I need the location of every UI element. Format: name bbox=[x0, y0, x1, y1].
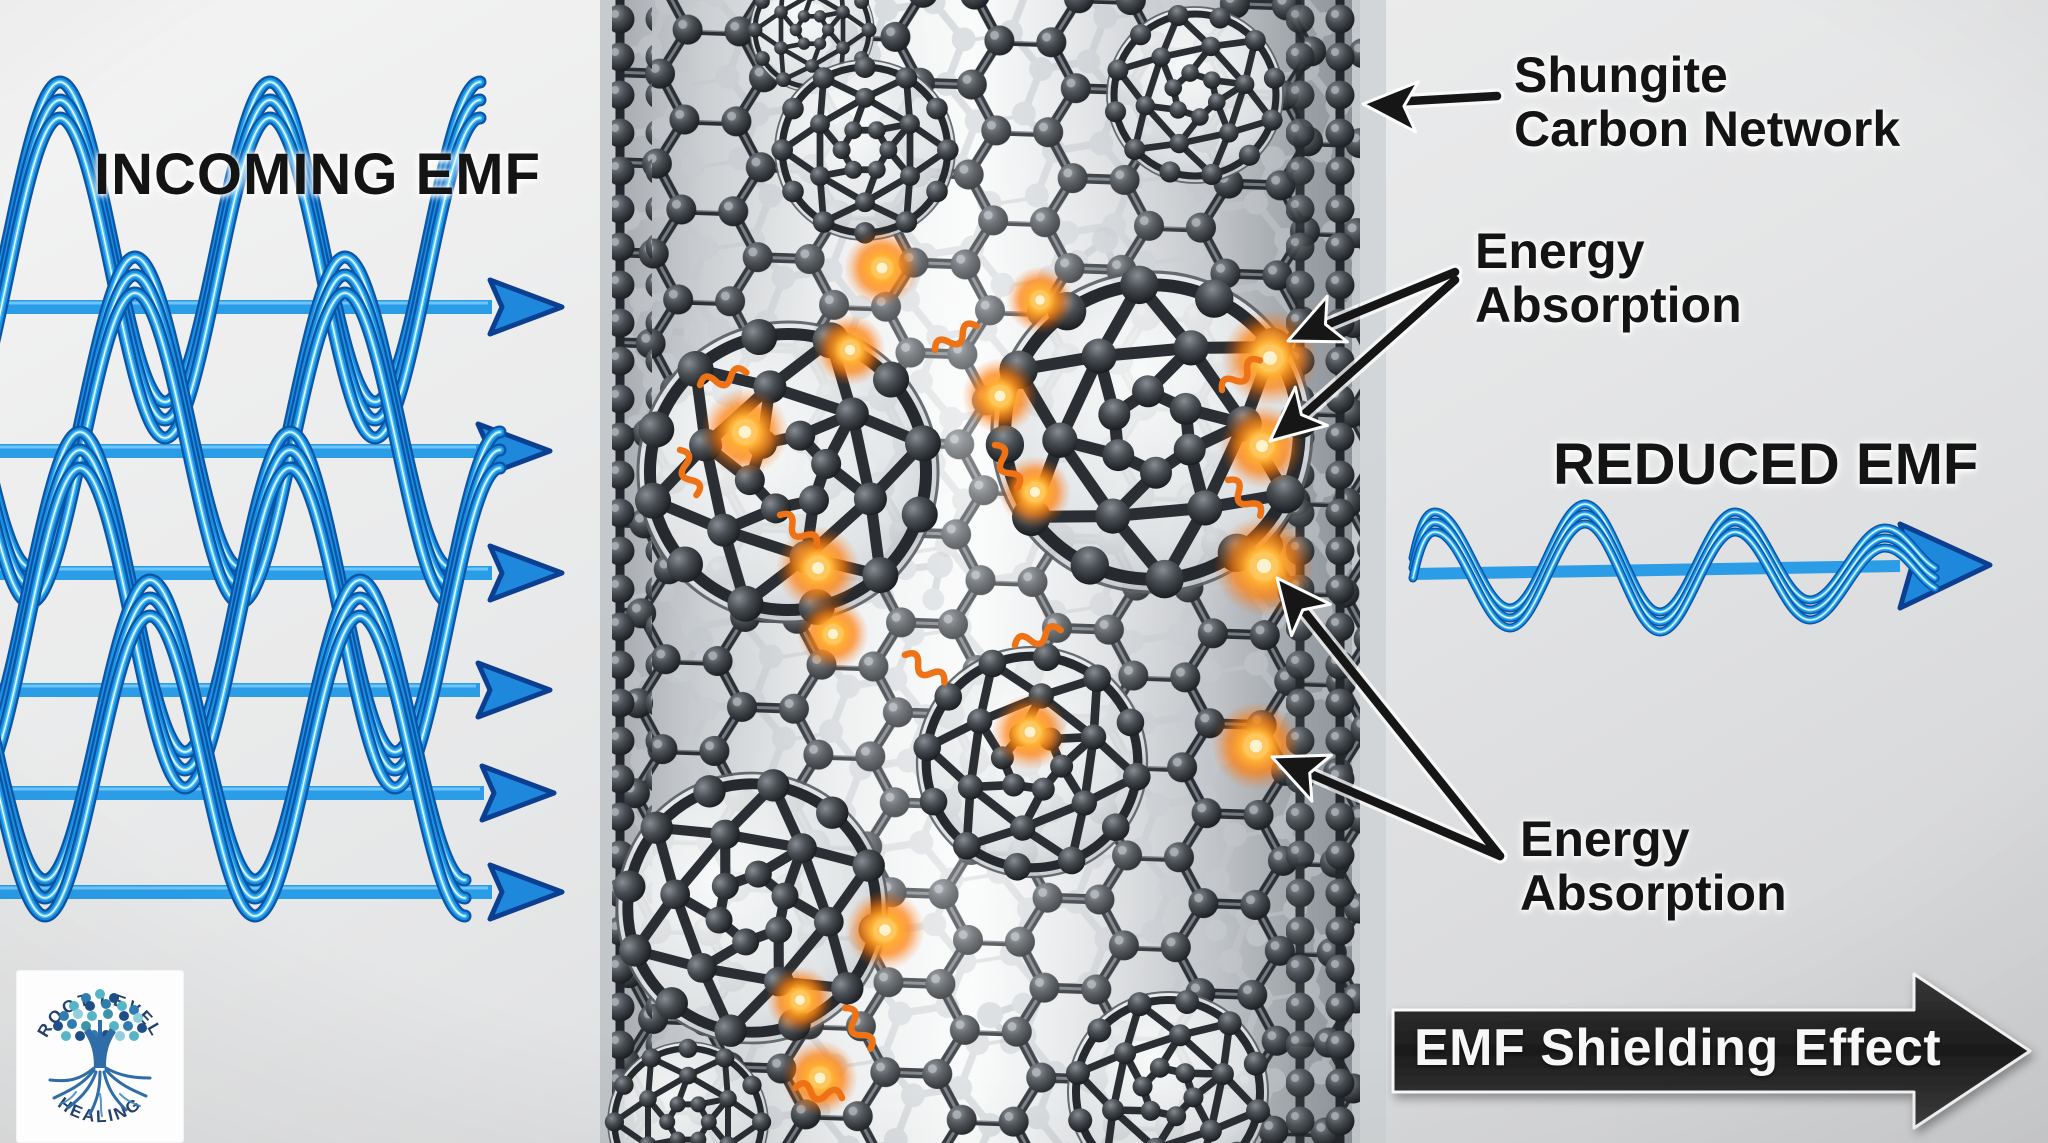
energy-absorption-label-bottom: Energy Absorption bbox=[1520, 814, 1787, 922]
shungite-label-line1: Shungite bbox=[1514, 47, 1728, 103]
shungite-carbon-network-label: Shungite Carbon Network bbox=[1514, 50, 1900, 158]
incoming-emf-label: INCOMING EMF bbox=[94, 142, 541, 207]
root-level-healing-logo: ROOT LEVEL HEALING bbox=[16, 970, 184, 1143]
emf-shielding-effect-label: EMF Shielding Effect bbox=[1414, 1019, 1942, 1077]
energy-absorption-bottom-line2: Absorption bbox=[1520, 865, 1787, 921]
tree-trunk bbox=[84, 1020, 116, 1068]
tree-canopy bbox=[53, 989, 147, 1041]
shungite-label-line2: Carbon Network bbox=[1514, 101, 1901, 157]
tree-icon bbox=[48, 989, 152, 1117]
tree-roots bbox=[48, 1066, 152, 1117]
reduced-emf-label: REDUCED EMF bbox=[1553, 432, 1979, 497]
energy-absorption-bottom-line1: Energy bbox=[1520, 811, 1690, 867]
energy-absorption-label-top: Energy Absorption bbox=[1475, 226, 1742, 334]
energy-absorption-top-line2: Absorption bbox=[1475, 277, 1742, 333]
energy-absorption-top-line1: Energy bbox=[1475, 223, 1645, 279]
